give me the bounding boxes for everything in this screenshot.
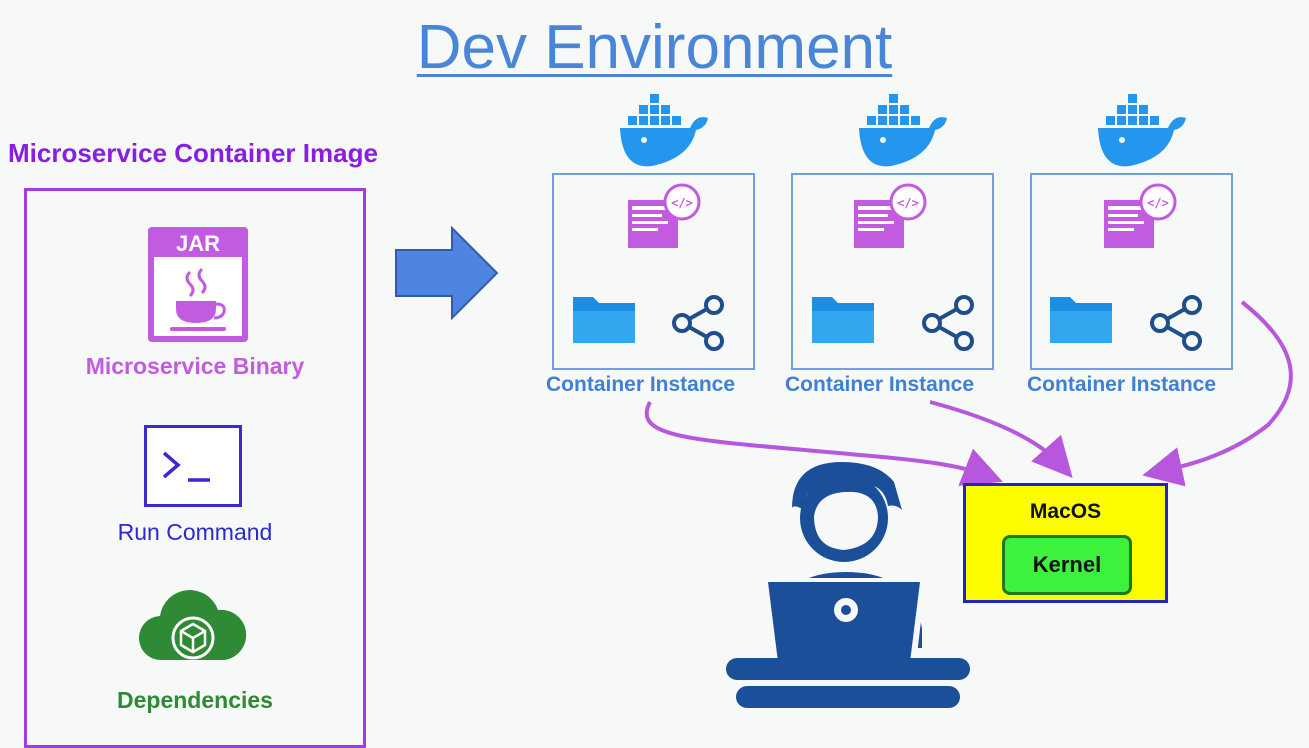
code-file-icon: </> [628, 183, 701, 248]
container-instance-box [1030, 173, 1233, 370]
dependencies-label: Dependencies [117, 687, 273, 713]
share-icon [672, 295, 724, 351]
code-file-icon: </> [854, 183, 927, 248]
connector-arrow-1 [644, 401, 1003, 486]
docker-icon [859, 94, 947, 167]
kernel-box [1002, 535, 1132, 595]
svg-text:</>: </> [671, 196, 693, 210]
code-file-icon: </> [1104, 183, 1177, 248]
image-panel-title: Microservice Container Image [8, 138, 378, 168]
kernel-label: Kernel [1032, 552, 1102, 577]
run-command-label: Run Command [117, 519, 273, 545]
jar-badge: JAR [176, 231, 220, 256]
docker-icon [1098, 94, 1186, 167]
macos-label: MacOS [1029, 500, 1102, 523]
container-instance-label: Container Instance [546, 373, 736, 396]
share-icon [922, 295, 974, 351]
share-icon [1150, 295, 1202, 351]
connector-arrow-3 [1142, 300, 1293, 487]
jar-file-icon: JAR [148, 227, 248, 342]
connector-arrow-2 [929, 400, 1073, 478]
cloud-package-icon [138, 590, 247, 661]
right-arrow-icon [395, 225, 499, 321]
container-instance-box [552, 173, 755, 370]
folder-icon [1050, 297, 1112, 343]
microservice-binary-label: Microservice Binary [85, 353, 305, 379]
container-instance-label: Container Instance [785, 373, 975, 396]
folder-icon [573, 297, 635, 343]
page-title: Dev Environment [416, 13, 893, 82]
terminal-icon [144, 425, 242, 507]
developer-at-laptop-icon [726, 462, 970, 708]
svg-text:</>: </> [897, 196, 919, 210]
svg-text:</>: </> [1147, 196, 1169, 210]
container-instance-box [791, 173, 994, 370]
folder-icon [812, 297, 874, 343]
connector-arrows [644, 300, 1293, 487]
docker-icon [620, 94, 708, 167]
container-instance-label: Container Instance [1027, 373, 1217, 396]
